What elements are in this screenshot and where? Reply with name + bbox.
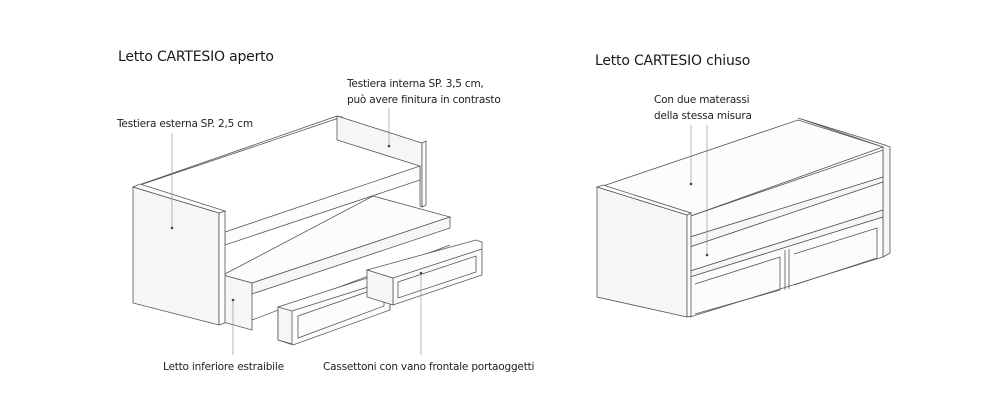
closed-bed-title: Letto CARTESIO chiuso [595, 53, 751, 69]
closed-bed-drawing [595, 117, 891, 318]
inner-headboard-edge [421, 140, 427, 208]
outer-headboard-edge [218, 210, 226, 326]
trundle-label: Letto inferiore estraibile [163, 361, 284, 373]
drawers-label: Cassettoni con vano frontale portaoggett… [323, 361, 535, 373]
inner-headboard-label-line2: può avere finitura in contrasto [347, 94, 501, 106]
mattresses-label-line1: Con due materassi [654, 94, 750, 106]
open-bed-drawing [131, 115, 483, 346]
trundle-end-panel [222, 274, 253, 331]
inner-headboard-label-line1: Testiera interna SP. 3,5 cm, [347, 78, 484, 90]
leader-lines [170, 108, 709, 355]
outer-headboard-label: Testiera esterna SP. 2,5 cm [117, 118, 253, 130]
back-rail-top [132, 115, 344, 188]
open-bed-title: Letto CARTESIO aperto [118, 49, 274, 65]
mattresses-label-line2: della stessa misura [654, 110, 752, 122]
